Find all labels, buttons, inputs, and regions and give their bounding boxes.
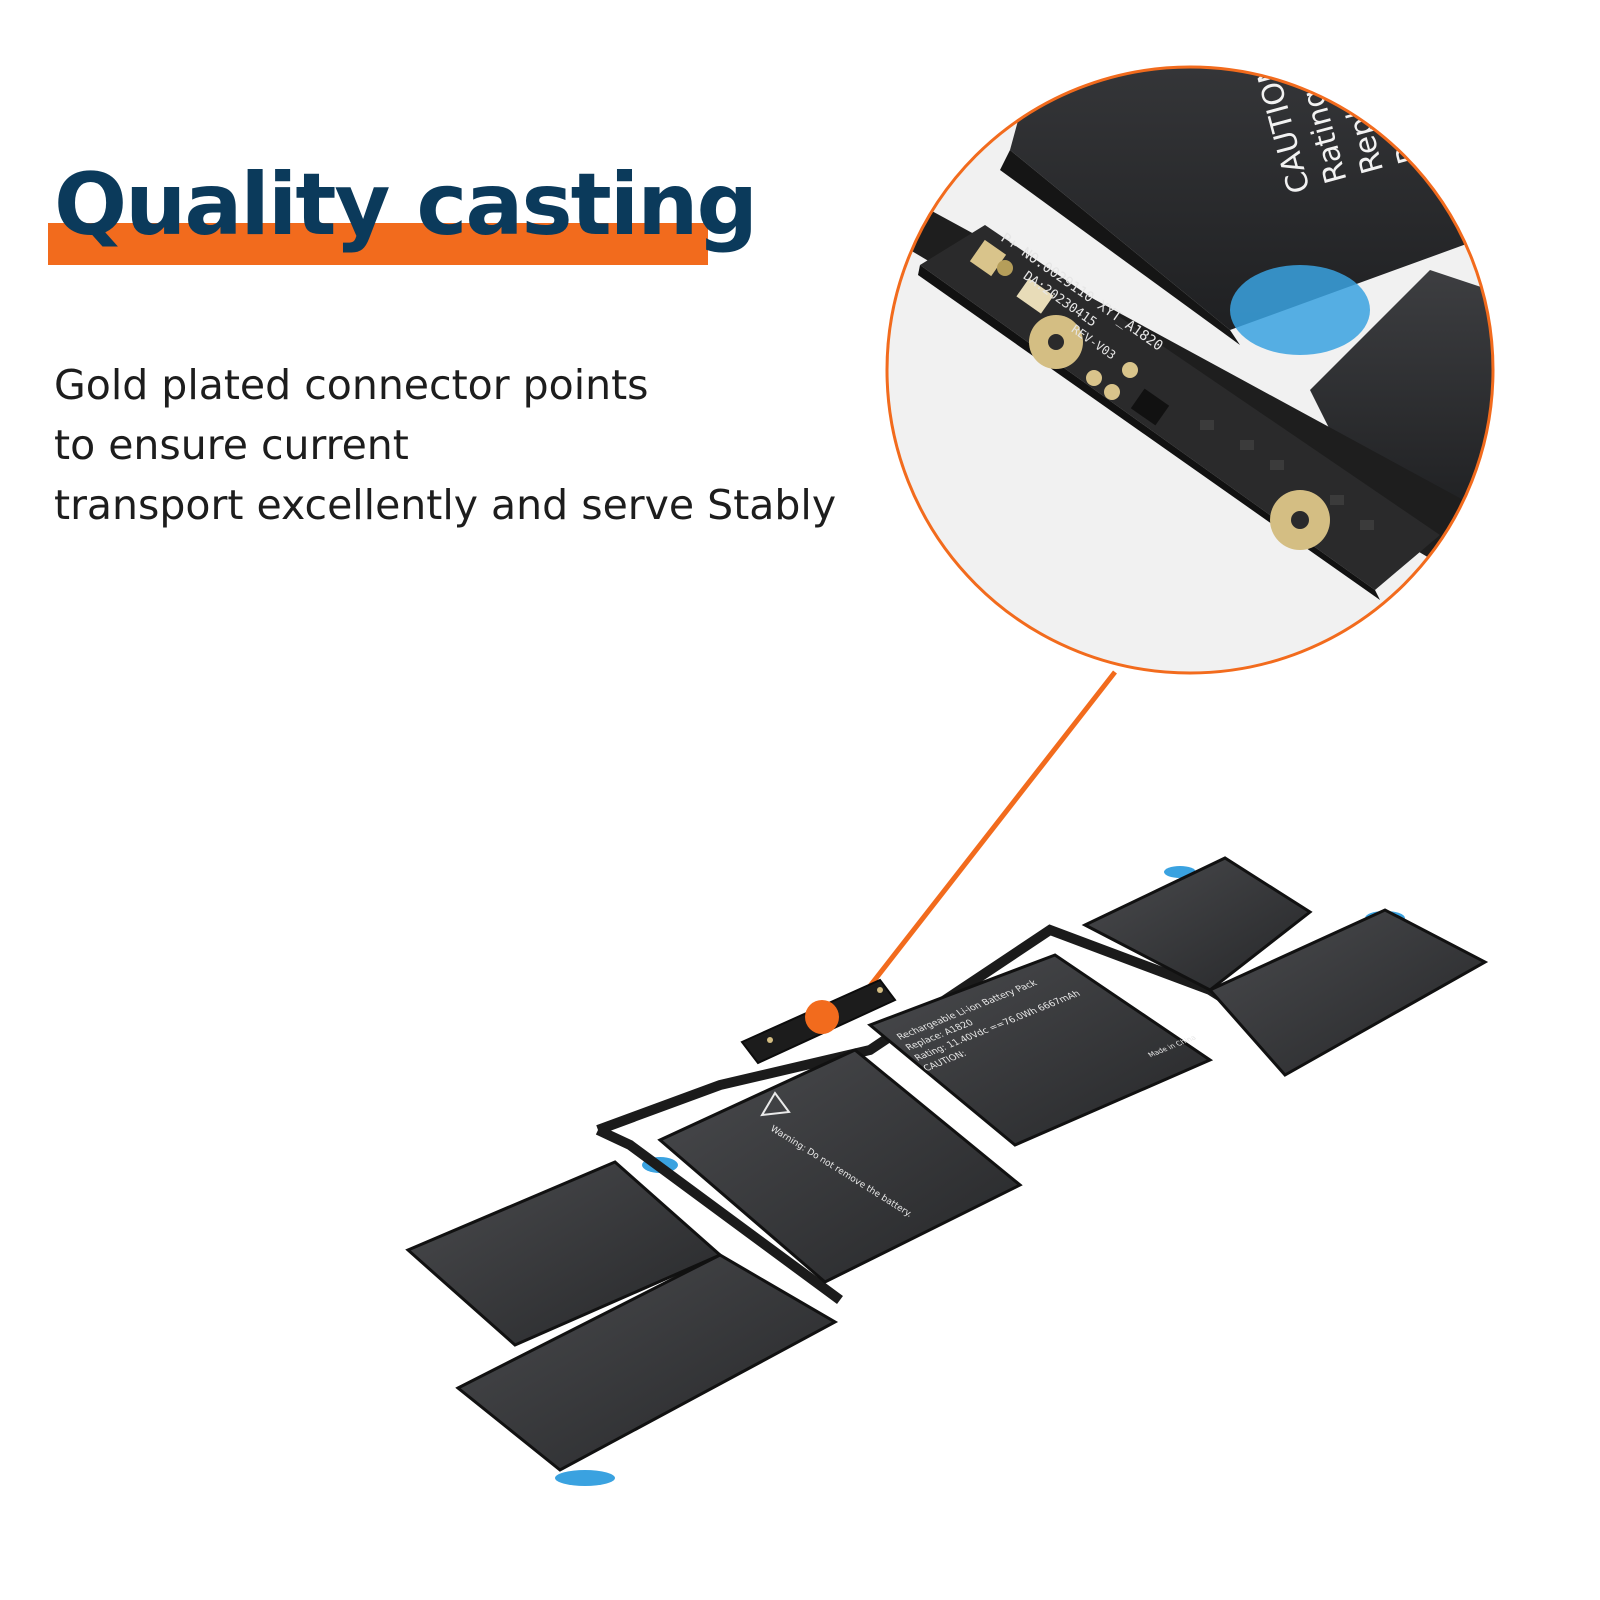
description-line-3: transport excellently and serve Stably bbox=[54, 481, 837, 529]
battery-pack: Rechargeable Li-ion Battery Pack Replace… bbox=[405, 856, 1489, 1486]
description-line-2: to ensure current bbox=[54, 421, 409, 469]
headline-block: Quality casting bbox=[48, 150, 758, 270]
cell-top-right-1 bbox=[1081, 856, 1313, 992]
cell-warning: Warning: Do not remove the battery. bbox=[657, 1048, 1023, 1284]
zoom-pcb-board: P+ NO.0029110 XYT_A1820 DA:20230415 REV-… bbox=[918, 225, 1440, 600]
description-line-1: Gold plated connector points bbox=[54, 361, 649, 409]
callout-line bbox=[843, 670, 1117, 1020]
cell-middle-labeled: Rechargeable Li-ion Battery Pack Replace… bbox=[867, 953, 1214, 1147]
callout-anchor-dot bbox=[805, 1000, 839, 1034]
zoom-blue-tab bbox=[1230, 265, 1370, 355]
headline: Quality casting bbox=[54, 155, 758, 255]
description: Gold plated connector points to ensure c… bbox=[54, 355, 874, 535]
cell-bottom-left-2 bbox=[455, 1253, 839, 1472]
headline-underline-bar bbox=[48, 223, 708, 265]
zoom-circle: CAUTION Rating: 11.40Vdc Replace: A1820 … bbox=[887, 67, 1493, 673]
cell-top-right-2 bbox=[1207, 908, 1489, 1077]
zoom-circle-border bbox=[885, 65, 1495, 675]
zoom-right-cell bbox=[1310, 270, 1493, 520]
warning-triangle-icon bbox=[760, 1091, 791, 1117]
